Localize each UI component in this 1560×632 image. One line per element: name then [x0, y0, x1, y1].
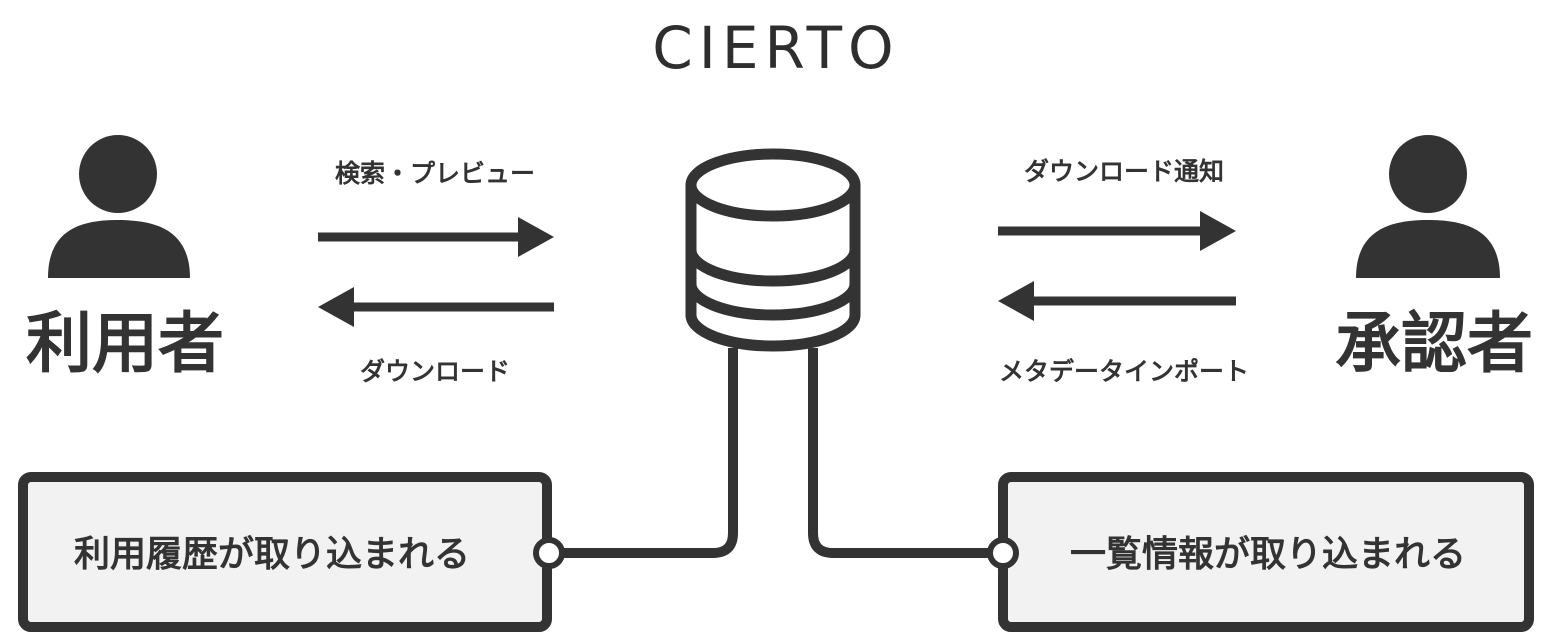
connector-line-left — [562, 348, 738, 558]
arrow-right-icon — [318, 217, 554, 257]
flow-label-metadata-import: メタデータインポート — [999, 357, 1249, 386]
person-icon — [48, 135, 190, 278]
diagram-title: CIERTO — [652, 14, 899, 82]
right-actor-label: 承認者 — [1335, 305, 1533, 382]
connector-port-left — [533, 537, 565, 569]
arrow-right-icon — [998, 211, 1236, 251]
flow-label-download: ダウンロード — [360, 357, 510, 386]
list-info-box-label: 一覧情報が取り込まれる — [1070, 534, 1466, 575]
connector-line-right — [808, 348, 990, 558]
arrow-left-icon — [318, 287, 554, 327]
usage-history-box-label: 利用履歴が取り込まれる — [74, 534, 470, 575]
person-icon — [1356, 135, 1500, 278]
connector-port-right — [987, 537, 1019, 569]
database-icon — [685, 148, 861, 352]
left-actor-label: 利用者 — [26, 305, 224, 382]
arrow-left-icon — [998, 281, 1236, 321]
flow-label-search-preview: 検索・プレビュー — [335, 159, 535, 188]
flow-label-download-notification: ダウンロード通知 — [1024, 157, 1224, 186]
